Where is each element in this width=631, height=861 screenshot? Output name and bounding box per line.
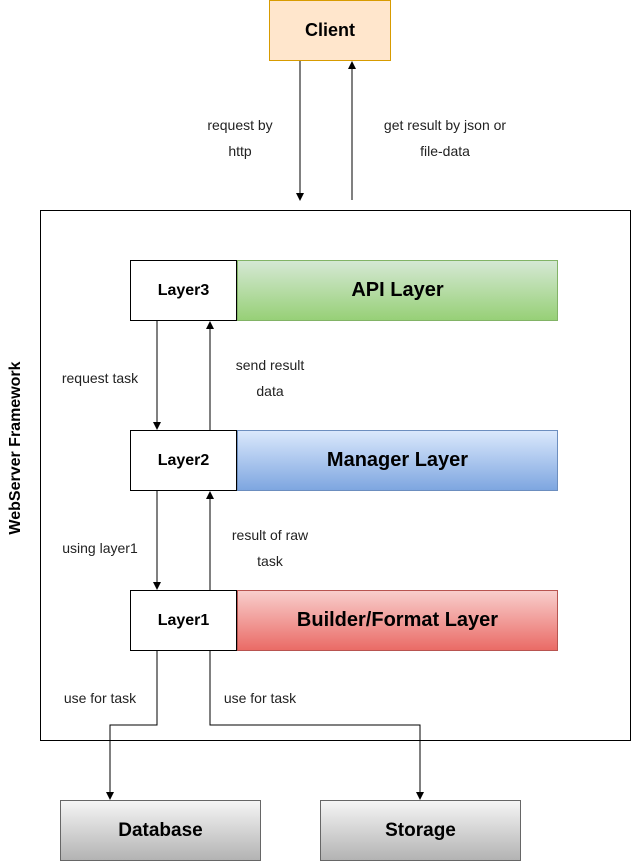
edge-label-request-http-line1: request by — [207, 117, 273, 133]
layer3-node[interactable]: Layer3 — [130, 260, 237, 321]
manager-layer-label: Manager Layer — [326, 449, 469, 471]
edge-label-send-result-line1: send result — [235, 357, 305, 373]
edge-label-get-result-line2: file-data — [420, 143, 470, 159]
edge-label-request-task: request task — [61, 370, 139, 386]
edge-label-request-http-line2: http — [228, 143, 252, 159]
arrow-layer1-to-database — [106, 651, 158, 800]
layer2-label: Layer2 — [157, 451, 210, 469]
edge-label-result-raw-line1: result of raw — [231, 527, 309, 543]
arrow-layer1-to-storage — [209, 651, 424, 800]
layer2-node[interactable]: Layer2 — [130, 430, 237, 491]
api-layer-label: API Layer — [351, 279, 444, 301]
client-label: Client — [304, 20, 355, 40]
edge-label-use-for-task-db: use for task — [63, 690, 137, 706]
storage-label: Storage — [385, 819, 456, 841]
layer1-node[interactable]: Layer1 — [130, 590, 237, 651]
api-layer-band[interactable]: API Layer — [237, 260, 558, 321]
database-label: Database — [118, 819, 203, 841]
manager-layer-band[interactable]: Manager Layer — [237, 430, 558, 491]
edge-label-request-http: request by http — [188, 112, 292, 164]
client-node[interactable]: Client — [269, 0, 391, 61]
edge-label-get-result: get result by json or file-data — [360, 112, 530, 164]
database-node[interactable]: Database — [60, 800, 261, 861]
edge-label-result-raw: result of raw task — [218, 522, 322, 574]
edge-label-get-result-line1: get result by json or — [383, 117, 507, 133]
layer1-label: Layer1 — [157, 611, 210, 629]
edge-label-send-result: send result data — [218, 352, 322, 404]
edge-label-using-layer1: using layer1 — [62, 540, 138, 556]
builder-format-layer-label: Builder/Format Layer — [296, 609, 499, 631]
builder-format-layer-band[interactable]: Builder/Format Layer — [237, 590, 558, 651]
edge-label-result-raw-line2: task — [257, 553, 283, 569]
layer3-label: Layer3 — [157, 281, 210, 299]
edge-label-use-for-task-storage: use for task — [223, 690, 297, 706]
edge-label-send-result-line2: data — [256, 383, 284, 399]
